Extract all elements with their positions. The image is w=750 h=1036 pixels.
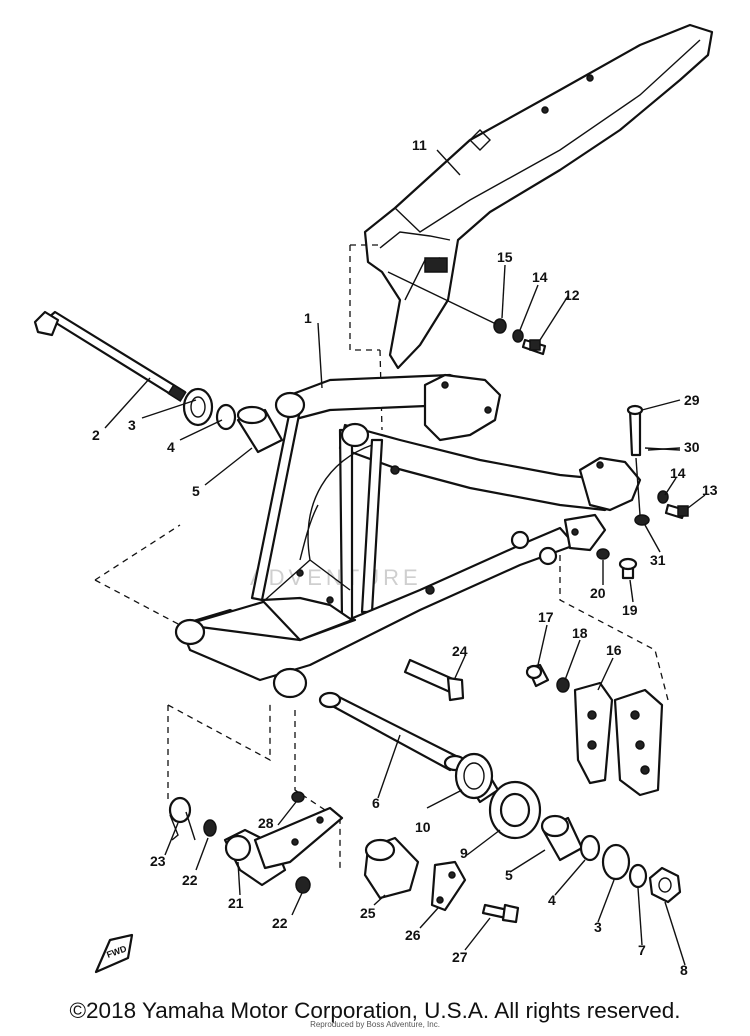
callout-23: 23 [150,853,166,869]
ref-box-lower-left [167,700,271,800]
leader-29-line [635,457,641,516]
ref-line-rear [559,555,669,701]
part-8-nut [648,866,682,904]
part-10-collar [454,752,500,804]
callout-2: 2 [92,427,100,443]
part-31-nut [634,514,650,526]
part-22-bushing [203,819,217,837]
part-18-washer [556,677,570,693]
callout-22b: 22 [272,915,288,931]
callout-25: 25 [360,905,376,921]
part-15-washer [493,318,507,334]
part-27-bolt [481,903,520,924]
callout-27: 27 [452,949,468,965]
part-13-bolt [664,503,689,520]
part-23-spring [168,796,196,841]
leader-lines [104,149,706,966]
fwd-arrow-icon: FWD [94,933,134,974]
part-20-nut [596,548,610,560]
part-1-frame [174,373,642,699]
part-17-bolt [525,663,550,688]
part-24-bolt [403,658,465,702]
part-4b-washer [579,834,601,862]
watermark-text: ADVENTURE [250,565,422,590]
callout-16: 16 [606,642,622,658]
part-29-pin [626,404,644,457]
callout-29: 29 [684,392,700,408]
part-3b-collar [601,843,631,881]
callout-19: 19 [622,602,638,618]
part-4-washer [215,403,237,431]
part-7-washer [628,863,648,889]
ref-line-lower-mid [294,710,341,870]
part-2-pivot-shaft [33,310,187,402]
leader-15-line [387,271,497,325]
callout-20: 20 [590,585,606,601]
callout-31: 31 [650,552,666,568]
parts-diagram: ADVENTURE [33,23,718,978]
part-28-nut [291,791,305,803]
callout-10: 10 [415,819,431,835]
callout-11: 11 [412,137,427,153]
callout-28: 28 [258,815,274,831]
part-22b-bushing [295,876,311,894]
callout-3: 3 [128,417,136,433]
callout-13: 13 [702,482,718,498]
callout-21: 21 [228,895,244,911]
part-12-bolt [521,338,547,356]
callout-18: 18 [572,625,588,641]
callout-7: 7 [638,942,646,958]
part-14-lockwasher [512,329,524,343]
callout-1: 1 [304,310,312,326]
callout-22: 22 [182,872,198,888]
callout-24: 24 [452,643,468,659]
part-5b-bushing [540,814,584,862]
part-5-bushing [236,405,284,454]
callout-12: 12 [564,287,580,303]
part-25-damper [363,836,420,900]
callout-4b: 4 [548,892,556,908]
callout-5b: 5 [505,867,513,883]
callout-3b: 3 [594,919,602,935]
callout-9: 9 [460,845,468,861]
part-9-seal [488,780,542,840]
ref-line-left [94,524,181,626]
part-21-arm [223,806,344,887]
callout-6: 6 [372,795,380,811]
copyright-notice: ©2018 Yamaha Motor Corporation, U.S.A. A… [69,998,681,1023]
reproduction-note: Reproduced by Boss Adventure, Inc. [310,1020,440,1029]
part-6-shaft [318,691,467,772]
callout-14b: 14 [670,465,686,481]
part-16-bracket [573,681,664,797]
callout-4: 4 [167,439,175,455]
ref-line-11b [379,349,383,431]
callout-14: 14 [532,269,548,285]
callout-30: 30 [684,439,700,455]
callout-26: 26 [405,927,421,943]
callout-15: 15 [497,249,513,265]
part-19-bolt [618,557,638,580]
part-3-bearing [182,387,214,427]
callout-17: 17 [538,609,554,625]
ref-line-11 [349,244,380,351]
callout-8: 8 [680,962,688,978]
part-11-chain-guard [363,23,714,370]
callouts: 11 1 2 3 4 5 15 14 12 29 30 14 13 31 20 … [92,137,718,978]
callout-5: 5 [192,483,200,499]
part-26-plate [430,860,467,912]
